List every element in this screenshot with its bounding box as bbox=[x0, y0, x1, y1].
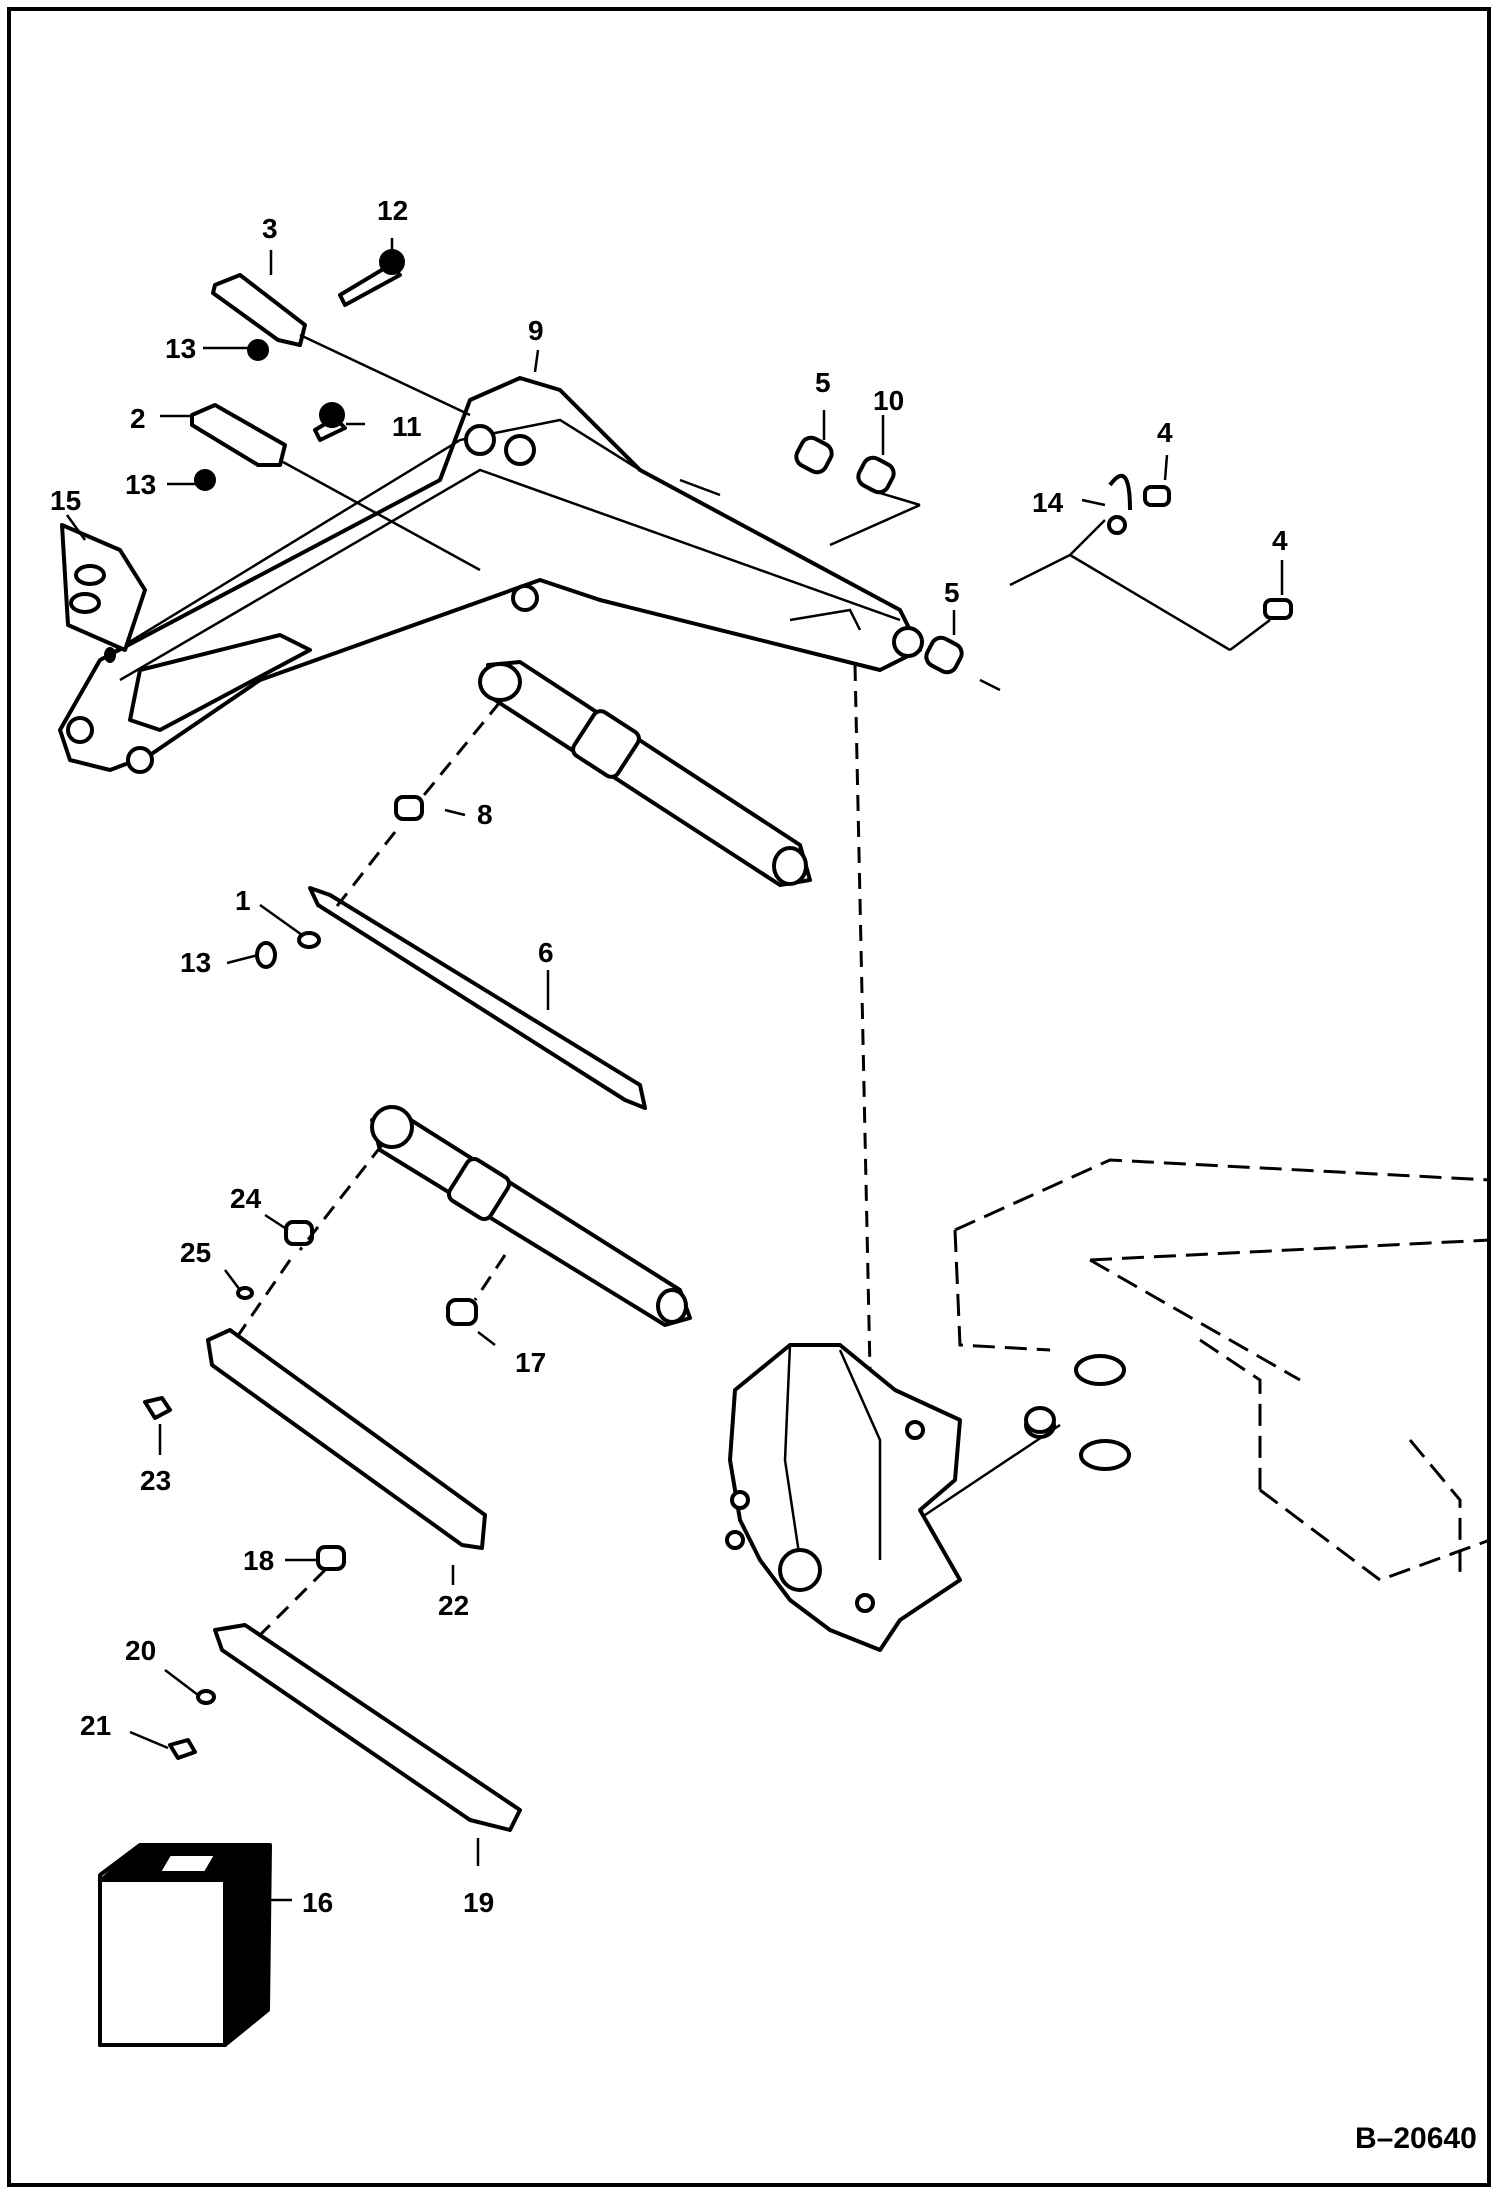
leader-lines bbox=[65, 238, 1284, 1902]
boom-cylinder bbox=[478, 660, 812, 887]
callout-16: 16 bbox=[302, 1887, 333, 1918]
callout-11: 12 bbox=[377, 195, 408, 226]
callout-15: 15 bbox=[50, 485, 81, 516]
callout-7: 9 bbox=[528, 315, 544, 346]
boom-part-7 bbox=[58, 376, 924, 774]
callout-18: 18 bbox=[243, 1545, 274, 1576]
callout-2: 2 bbox=[130, 403, 146, 434]
callout-10: 11 bbox=[392, 411, 422, 442]
drawing-number: B–20640 bbox=[1355, 2122, 1477, 2155]
swing-cylinder bbox=[370, 1105, 692, 1327]
callout-23: 23 bbox=[140, 1465, 171, 1496]
callout-14: 14 bbox=[1032, 487, 1064, 518]
callout-13-a: 13 bbox=[165, 333, 196, 364]
callout-17: 17 bbox=[515, 1347, 546, 1378]
callout-3: 3 bbox=[262, 213, 278, 244]
callout-25: 25 bbox=[180, 1237, 211, 1268]
callout-24: 24 bbox=[230, 1183, 262, 1214]
hose-guard-part-6 bbox=[308, 886, 647, 1110]
callout-4-b: 4 bbox=[1272, 525, 1288, 556]
callout-19: 19 bbox=[463, 1887, 494, 1918]
hose-guard-part-19 bbox=[213, 1623, 522, 1832]
small-parts bbox=[60, 249, 1293, 1760]
callout-13-b: 13 bbox=[125, 469, 156, 500]
callout-1: 1 bbox=[235, 885, 251, 916]
callout-9: 8 bbox=[477, 799, 493, 830]
callout-6: 6 bbox=[538, 937, 554, 968]
callout-8: 10 bbox=[873, 385, 904, 416]
callout-22: 22 bbox=[438, 1590, 469, 1621]
page-border bbox=[7, 7, 1491, 2187]
callout-labels: 3 12 13 9 2 11 13 15 5 10 4 14 4 5 8 1 1… bbox=[50, 195, 1288, 1918]
callout-4-a: 4 bbox=[1157, 417, 1173, 448]
hose-guard-part-22 bbox=[206, 1328, 487, 1550]
callout-5-a: 5 bbox=[815, 367, 831, 398]
manual-box-part-16 bbox=[97, 1843, 272, 2048]
callout-21: 21 bbox=[80, 1710, 111, 1741]
callout-20: 20 bbox=[125, 1635, 156, 1666]
swing-casting bbox=[725, 1343, 962, 1652]
callout-12: 13 bbox=[180, 947, 211, 978]
callout-5-b: 5 bbox=[944, 577, 960, 608]
machine-frame-phantom bbox=[953, 1158, 1491, 1582]
